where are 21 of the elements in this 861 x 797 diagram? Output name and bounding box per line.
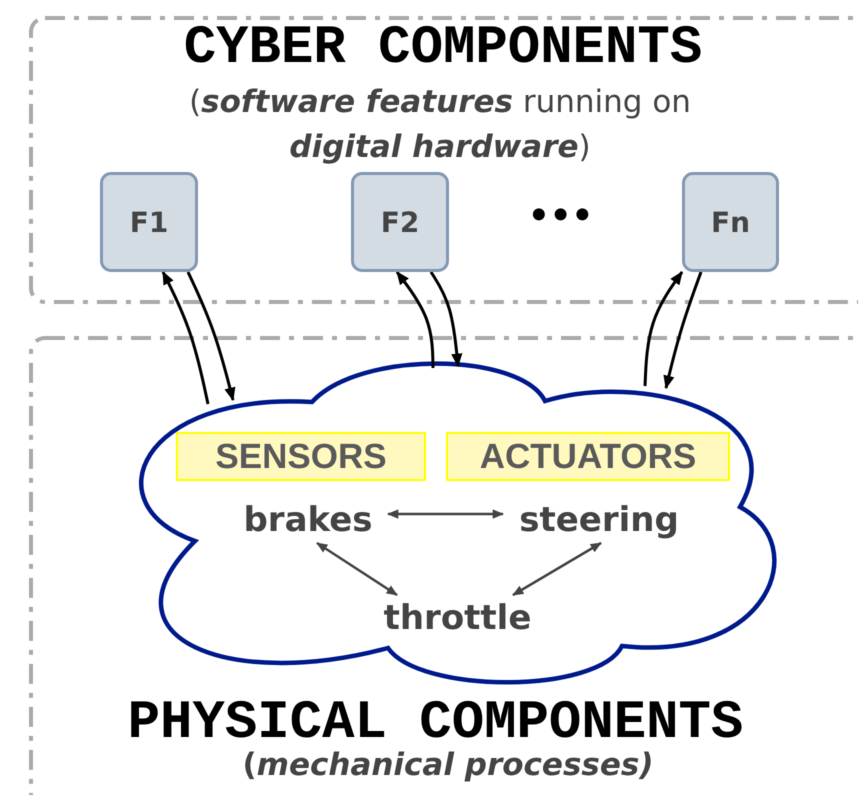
panel-title: CYBER COMPONENTS	[182, 22, 704, 76]
arrow	[663, 271, 702, 390]
arrow	[316, 542, 398, 596]
arrow	[186, 271, 236, 402]
ellipsis: •••	[528, 196, 594, 236]
arrow	[644, 271, 684, 386]
feature-box: F2	[351, 172, 449, 272]
arrow	[387, 509, 504, 519]
feature-box: Fn	[682, 172, 779, 272]
category-tag: SENSORS	[176, 432, 426, 481]
category-tag: ACTUATORS	[446, 432, 730, 481]
component-label: throttle	[365, 595, 550, 641]
arrow	[396, 271, 434, 368]
feature-box: F1	[100, 172, 198, 272]
component-label: steering	[503, 497, 695, 543]
panel-subtitle: (software features running on digital hardware)	[188, 83, 692, 167]
arrow	[430, 271, 462, 368]
arrow	[512, 542, 602, 596]
arrow	[162, 271, 210, 404]
dashed-panel	[28, 15, 858, 305]
component-label: brakes	[228, 497, 388, 543]
